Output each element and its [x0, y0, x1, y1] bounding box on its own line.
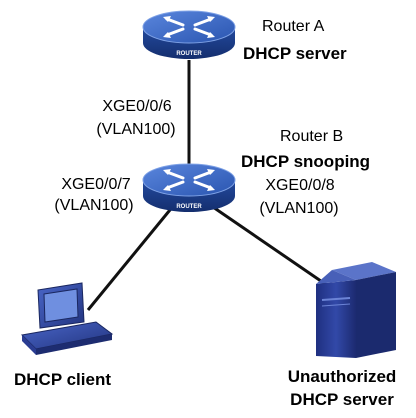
router-b-name: Router B [280, 128, 344, 145]
link-b-server-port: XGE0/0/8 [265, 177, 335, 194]
link-b-client-vlan: (VLAN100) [54, 197, 134, 214]
pc-icon [20, 282, 114, 355]
link-b-server [209, 203, 335, 292]
router-b-badge: ROUTER [176, 204, 202, 210]
link-b-client-port: XGE0/0/7 [61, 176, 131, 193]
router-a-badge: ROUTER [176, 51, 202, 57]
router-a-role: DHCP server [243, 44, 347, 63]
link-b-client [86, 204, 176, 311]
router-b-icon: ROUTER [142, 163, 236, 212]
router-a-name: Router A [262, 18, 325, 35]
client-label: DHCP client [14, 370, 111, 389]
router-b-role: DHCP snooping [241, 152, 371, 171]
rogue-server-label-line1: Unauthorized [287, 367, 397, 386]
link-b-server-vlan: (VLAN100) [259, 200, 339, 217]
server-icon [316, 262, 396, 358]
router-a-icon: ROUTER [142, 10, 236, 59]
rogue-server-label-line2: DHCP server [290, 390, 394, 409]
link-a-b-vlan: (VLAN100) [96, 121, 176, 138]
link-a-b-port: XGE0/0/6 [102, 98, 172, 115]
